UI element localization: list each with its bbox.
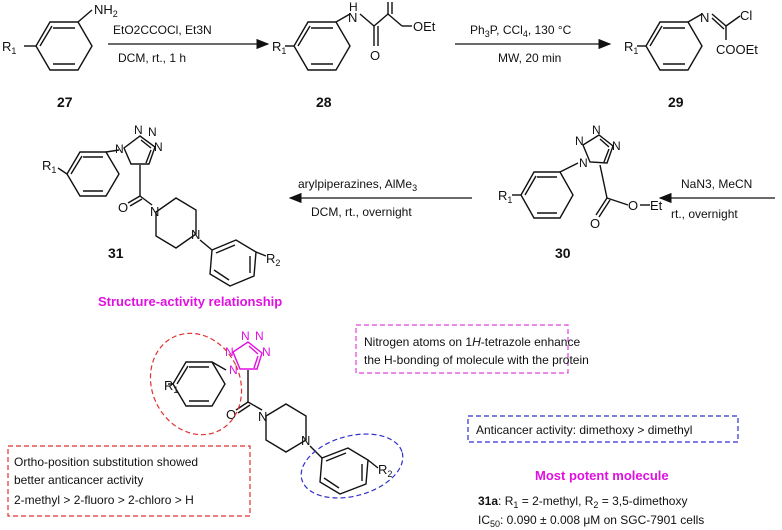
svg-text:R2: R2 <box>266 251 280 268</box>
compound-label-29: 29 <box>668 94 684 110</box>
svg-text:N: N <box>150 204 159 219</box>
step2-reagents: Ph3P, CCl4, 130 °C <box>470 23 572 39</box>
svg-text:R1: R1 <box>164 378 178 395</box>
step1-conditions: DCM, rt., 1 h <box>118 51 186 65</box>
potent-line2: IC50: 0.090 ± 0.008 μM on SGC-7901 cells <box>478 513 704 529</box>
potent-line1: 31a: R1 = 2-methyl, R2 = 3,5-dimethoxy <box>478 494 687 510</box>
r1-highlight-ellipse <box>149 332 243 436</box>
step3-conditions: rt., overnight <box>671 207 738 221</box>
ortho-note-box <box>7 445 251 517</box>
sar-title: Structure-activity relationship <box>98 294 282 309</box>
step3-reagents: NaN3, MeCN <box>681 177 752 191</box>
svg-text:O: O <box>628 198 638 213</box>
compound-label-27: 27 <box>57 94 73 110</box>
nh2-label: NH <box>94 2 113 17</box>
svg-text:N: N <box>262 345 271 359</box>
compound-31-structure: N N N N R1 O N N R2 31 <box>42 123 280 287</box>
svg-text:H: H <box>349 0 358 14</box>
svg-text:N: N <box>115 142 124 156</box>
anticancer-note: Anticancer activity: dimethoxy > dimethy… <box>476 423 692 437</box>
svg-text:R1: R1 <box>624 39 638 56</box>
anticancer-note-box <box>467 415 739 443</box>
r1-label: R <box>2 39 11 54</box>
svg-text:O: O <box>385 0 395 3</box>
svg-text:N: N <box>148 125 157 139</box>
compound-label-28: 28 <box>316 94 332 110</box>
nitrogen-note-line1: Nitrogen atoms on 1H-tetrazole enhance <box>364 335 580 349</box>
svg-text:N: N <box>229 363 238 377</box>
svg-text:R1: R1 <box>272 39 286 56</box>
svg-text:N: N <box>255 329 264 343</box>
ortho-note-line3: 2-methyl > 2-fluoro > 2-chloro > H <box>14 493 194 507</box>
sar-molecule-structure: N N N N N R1 O N N R2 <box>164 329 392 495</box>
ortho-note-line1: Ortho-position substitution showed <box>14 455 198 469</box>
svg-text:Cl: Cl <box>740 8 752 23</box>
svg-text:O: O <box>226 407 236 422</box>
svg-text:R1: R1 <box>42 158 56 175</box>
step1-reagents: EtO2CCOCl, Et3N <box>113 23 212 37</box>
svg-text:R2: R2 <box>378 462 392 479</box>
svg-text:N: N <box>134 123 143 137</box>
nitrogen-note-box <box>355 324 569 374</box>
svg-text:N: N <box>700 10 709 25</box>
compound-29-structure: N Cl COOEt R1 29 <box>624 8 758 110</box>
r2-highlight-ellipse <box>300 433 404 499</box>
svg-text:N: N <box>191 227 200 242</box>
svg-text:N: N <box>575 134 584 148</box>
svg-text:N: N <box>348 10 357 25</box>
svg-text:O: O <box>370 48 380 63</box>
compound-28-structure: H N O O OEt R1 28 <box>272 0 436 110</box>
svg-text:NH2: NH2 <box>94 2 118 19</box>
potent-title: Most potent molecule <box>535 468 669 483</box>
ortho-note-line2: better anticancer activity <box>14 473 143 487</box>
svg-text:N: N <box>301 433 310 448</box>
svg-text:N: N <box>258 409 267 424</box>
compound-label-30: 30 <box>555 245 571 261</box>
svg-text:O: O <box>590 216 600 231</box>
svg-text:OEt: OEt <box>413 19 436 34</box>
svg-text:N: N <box>592 123 601 137</box>
svg-text:N: N <box>225 345 234 359</box>
svg-text:Et: Et <box>650 198 663 213</box>
nitrogen-note-line2: the H-bonding of molecule with the prote… <box>364 353 589 367</box>
step4-reagents: arylpiperazines, AlMe3 <box>298 177 417 193</box>
svg-text:N: N <box>612 139 621 153</box>
svg-text:R1: R1 <box>2 39 16 56</box>
svg-text:O: O <box>118 200 128 215</box>
svg-text:COOEt: COOEt <box>716 42 758 57</box>
compound-label-31: 31 <box>108 245 124 261</box>
step2-conditions: MW, 20 min <box>498 51 561 65</box>
svg-text:N: N <box>154 140 163 154</box>
compound-30-structure: N N N N O O Et R1 30 <box>498 123 663 261</box>
svg-text:N: N <box>579 156 588 170</box>
svg-text:R1: R1 <box>498 188 512 205</box>
step4-conditions: DCM, rt., overnight <box>311 205 412 219</box>
svg-text:N: N <box>241 329 250 343</box>
compound-27-structure: NH2 R1 27 <box>2 2 118 110</box>
